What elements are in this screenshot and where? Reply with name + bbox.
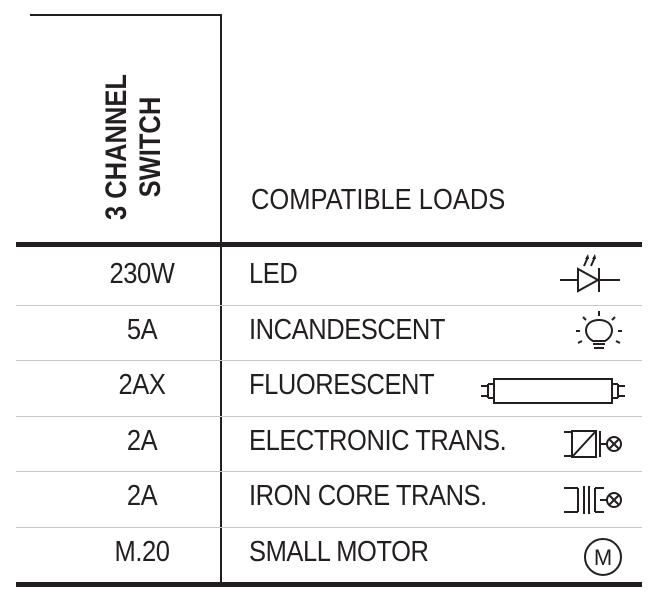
row-separator	[16, 416, 642, 417]
rating-cell: M.20	[114, 536, 170, 568]
load-cell: ELECTRONIC TRANS.	[249, 425, 507, 457]
row-separator	[16, 471, 642, 472]
column-divider	[220, 14, 222, 586]
row-separator	[16, 305, 642, 306]
iron-core-transformer-icon	[564, 486, 622, 514]
load-cell: FLUORESCENT	[249, 369, 435, 401]
rating-cell: 230W	[109, 258, 175, 290]
switch-header-line-1: 3 CHANNEL	[100, 74, 133, 221]
switch-header-line-2: SWITCH	[134, 96, 167, 198]
loads-column-header: COMPATIBLE LOADS	[251, 184, 506, 216]
table-bottom-border	[16, 582, 642, 587]
rating-cell: 2AX	[118, 369, 166, 401]
led-diode-icon	[560, 254, 620, 293]
rating-cell: 2A	[126, 425, 158, 457]
motor-icon: M	[584, 538, 622, 576]
switch-column-header: 3 CHANNEL SWITCH	[100, 74, 168, 220]
load-cell: SMALL MOTOR	[249, 536, 429, 568]
header-separator	[16, 242, 642, 247]
row-separator	[16, 360, 642, 361]
rating-cell: 5A	[126, 314, 158, 346]
load-cell: INCANDESCENT	[249, 314, 446, 346]
row-separator	[16, 527, 642, 528]
incandescent-bulb-icon	[576, 311, 622, 349]
motor-symbol-label: M	[594, 545, 612, 570]
load-cell: LED	[249, 258, 298, 290]
load-cell: IRON CORE TRANS.	[249, 480, 487, 512]
rating-cell: 2A	[126, 480, 158, 512]
fluorescent-tube-icon	[481, 378, 625, 404]
electronic-transformer-icon	[564, 430, 622, 458]
top-left-border	[30, 14, 222, 16]
